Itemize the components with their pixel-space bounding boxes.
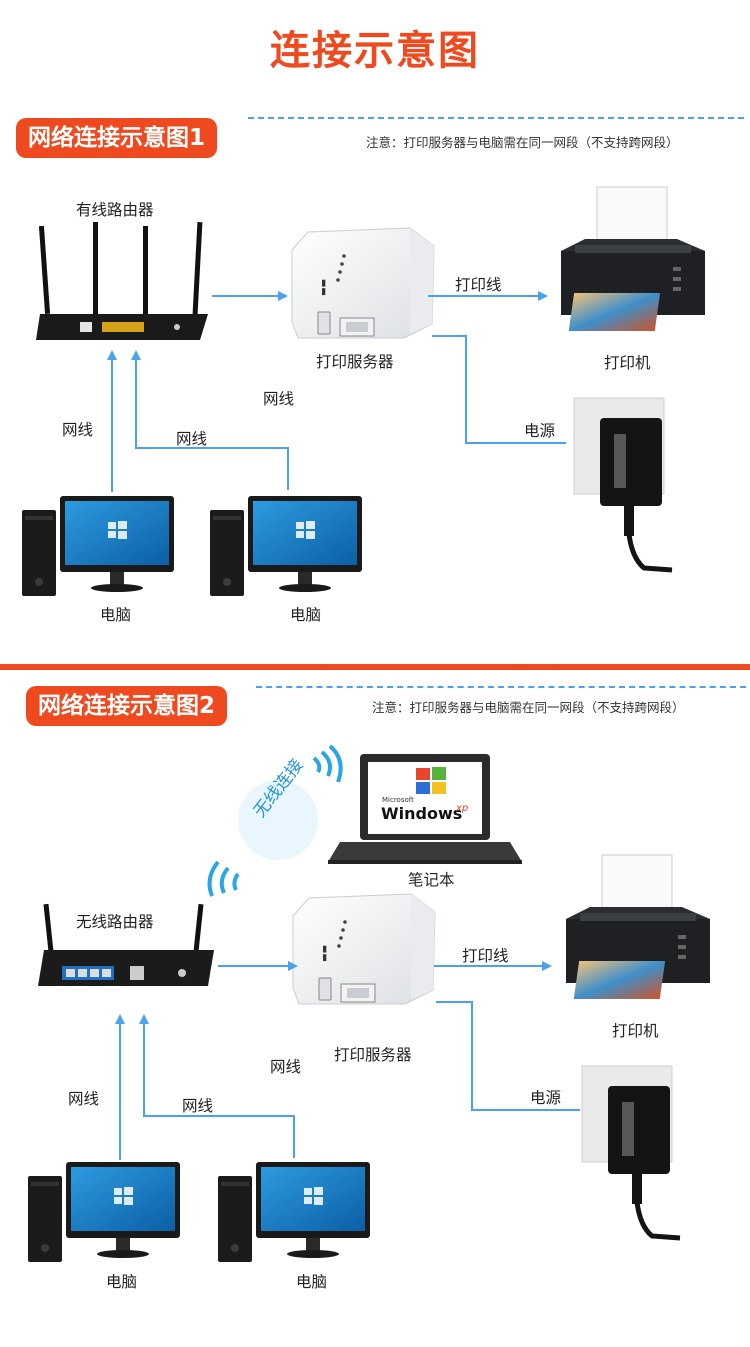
- print-server-label: 打印服务器: [334, 1046, 412, 1064]
- printer-label: 打印机: [612, 1022, 659, 1040]
- laptop-icon: [328, 754, 522, 864]
- pc-label: 电脑: [106, 1273, 138, 1291]
- section-badge: 网络连接示意图2: [26, 686, 228, 726]
- section-divider: [0, 664, 750, 670]
- power-label: 电源: [530, 1089, 562, 1107]
- desktop-pc-icon: [218, 1162, 370, 1262]
- desktop-pc-icon: [28, 1162, 180, 1262]
- router-label: 无线路由器: [76, 913, 154, 931]
- power-label: 电源: [524, 422, 556, 440]
- cable-label: 网线: [263, 390, 295, 408]
- note-text: 注意：打印服务器与电脑需在同一网段（不支持跨网段）: [366, 135, 679, 150]
- page-title: 连接示意图: [270, 28, 480, 74]
- desktop-pc-icon: [22, 496, 174, 596]
- print-server-label: 打印服务器: [316, 353, 394, 371]
- cable-label: 网线: [270, 1058, 302, 1076]
- print-server-icon: [291, 227, 435, 339]
- printer-label: 打印机: [604, 354, 651, 372]
- router-label: 有线路由器: [76, 201, 154, 219]
- pc-label: 电脑: [290, 606, 322, 624]
- dashed-divider: [256, 686, 746, 688]
- print-cable-label: 打印线: [462, 947, 509, 965]
- note-text: 注意：打印服务器与电脑需在同一网段（不支持跨网段）: [372, 700, 685, 715]
- printer-icon: [565, 854, 711, 1000]
- desktop-pc-icon: [210, 496, 362, 596]
- section-badge: 网络连接示意图1: [16, 118, 218, 158]
- dashed-divider: [248, 117, 744, 119]
- cable-label: 网线: [182, 1097, 214, 1115]
- os-brand-text: Microsoft: [382, 796, 414, 804]
- power-adapter-icon: [582, 1066, 680, 1238]
- printer-icon: [560, 186, 706, 332]
- power-adapter-icon: [574, 398, 672, 570]
- wireless-router-icon: [38, 903, 214, 986]
- connection-lines: [115, 961, 580, 1160]
- print-cable-label: 打印线: [455, 276, 502, 294]
- connection-lines: [107, 291, 566, 492]
- os-version-text: xp: [456, 803, 469, 814]
- pc-label: 电脑: [100, 606, 132, 624]
- laptop-label: 笔记本: [408, 871, 455, 889]
- os-logo-text: Windows: [381, 804, 463, 823]
- wifi-signal-icon: [207, 744, 343, 897]
- pc-label: 电脑: [296, 1273, 328, 1291]
- cable-label: 网线: [68, 1090, 100, 1108]
- print-server-icon: [292, 893, 436, 1005]
- cable-label: 网线: [62, 421, 94, 439]
- wired-router-icon: [36, 221, 208, 340]
- cable-label: 网线: [176, 430, 208, 448]
